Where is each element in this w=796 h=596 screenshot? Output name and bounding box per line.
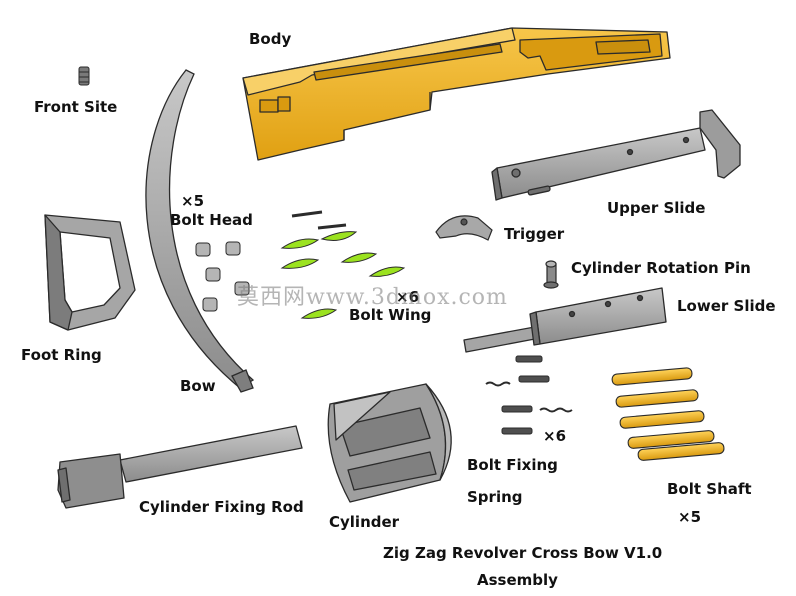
label-foot-ring: Foot Ring: [21, 346, 102, 364]
label-bolt-head-count: ×5: [181, 192, 205, 210]
bolt-heads-part: [195, 241, 250, 312]
label-bolt-shaft: Bolt Shaft: [667, 480, 752, 498]
watermark-text: 莫西网www.3dmox.com: [237, 285, 508, 310]
label-bolt-fixing: Bolt Fixing: [467, 456, 558, 474]
bolt-wings-part: [280, 210, 406, 319]
foot-ring-part: [44, 214, 136, 331]
label-bolt-wing: Bolt Wing: [349, 306, 432, 324]
label-upper-slide: Upper Slide: [607, 199, 706, 217]
cylinder-rotation-pin-part: [543, 260, 559, 289]
diagram-subtitle: Assembly: [477, 571, 558, 589]
cylinder-fixing-rod-part: [57, 425, 303, 509]
label-cylinder-fixing-rod: Cylinder Fixing Rod: [139, 498, 304, 516]
bow-part: [145, 69, 255, 393]
diagram-title: Zig Zag Revolver Cross Bow V1.0: [383, 544, 663, 562]
springs-part: [485, 355, 573, 435]
label-bolt-wing-count: ×6: [396, 288, 420, 306]
front-site-part: [78, 66, 90, 86]
body-part: [242, 27, 671, 161]
lower-slide-part: [463, 287, 667, 353]
label-trigger: Trigger: [504, 225, 565, 243]
label-spring-count: ×6: [543, 427, 567, 445]
label-cylinder: Cylinder: [329, 513, 400, 531]
trigger-part: [435, 215, 493, 241]
label-lower-slide: Lower Slide: [677, 297, 776, 315]
bolt-shafts-part: [611, 367, 725, 461]
label-bolt-shaft-count: ×5: [678, 508, 702, 526]
label-bolt-head: Bolt Head: [170, 211, 253, 229]
label-body: Body: [249, 30, 292, 48]
label-front-site: Front Site: [34, 98, 118, 116]
upper-slide-part: [491, 109, 741, 201]
label-cylinder-rotation-pin: Cylinder Rotation Pin: [571, 259, 751, 277]
cylinder-part: [327, 383, 452, 503]
label-spring: Spring: [467, 488, 523, 506]
label-bow: Bow: [180, 377, 216, 395]
